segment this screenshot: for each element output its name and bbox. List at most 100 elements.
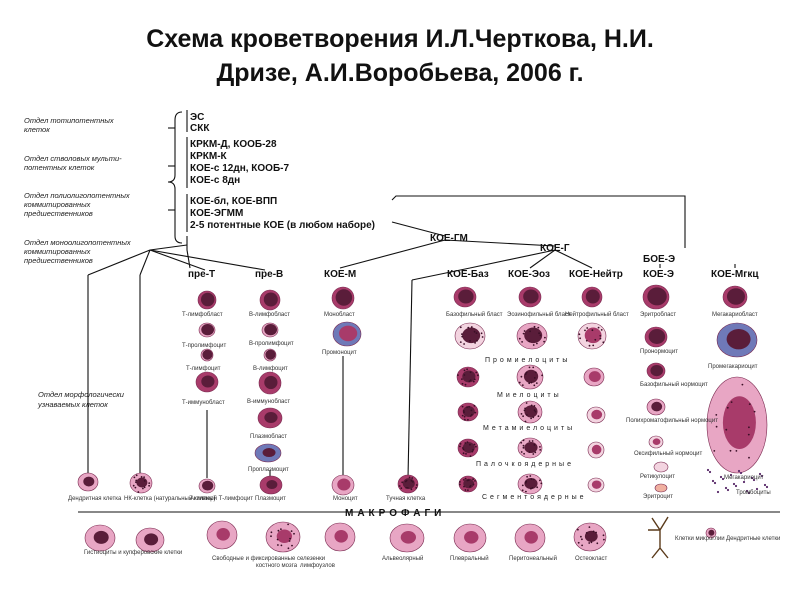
cell-b-immunoblast — [258, 371, 282, 395]
cell-nucleus — [524, 531, 538, 544]
caption-b-lymphoblast: В-лимфобласт — [249, 312, 290, 318]
stage-metamyelocytes: Метамиелоциты — [483, 425, 575, 432]
cell-granule — [715, 425, 718, 428]
cell-nucleus — [584, 327, 602, 344]
cell-promegakaryocyte — [716, 322, 758, 358]
cell-granule — [463, 374, 466, 376]
cell-nucleus — [402, 478, 415, 489]
connector — [149, 249, 206, 271]
connector — [407, 279, 413, 479]
cell-nucleus — [651, 401, 663, 412]
cell-granule — [475, 371, 478, 374]
cell-granule — [468, 380, 471, 383]
caption-plasmocyte: Плазмоцит — [255, 496, 286, 502]
caption-dendritic-cell: Дендритная клетка — [68, 496, 122, 502]
cell-kupffer-cell — [135, 527, 165, 553]
cell-t-lymphocyte — [200, 348, 214, 362]
cell-nucleus — [202, 349, 213, 360]
cell-granule — [469, 340, 471, 342]
cell-granule — [532, 478, 535, 481]
cell-granule — [481, 336, 484, 338]
cell-basophil-band — [457, 438, 479, 458]
cell-nucleus — [591, 480, 602, 489]
cell-granule — [290, 530, 293, 532]
cell-nucleus — [200, 292, 215, 307]
cell-granule — [133, 476, 136, 479]
cell-granule — [713, 450, 716, 452]
connector — [391, 195, 686, 248]
cell-nucleus — [584, 530, 598, 542]
cell-nucleus — [262, 448, 276, 458]
cell-eosinophil-band — [517, 437, 543, 459]
lineage-koe-neutr: КОЕ-Нейтр — [569, 269, 623, 280]
cell-granule — [291, 544, 293, 547]
cell-granule — [532, 453, 535, 455]
cell-eosinophil-segmented — [517, 473, 543, 495]
cell-nucleus — [202, 480, 214, 491]
cell-granule — [525, 490, 527, 493]
connector — [186, 236, 191, 269]
platelet-dot — [706, 468, 710, 472]
cell-granule — [466, 441, 469, 443]
cell-granule — [476, 339, 478, 342]
cell-granule — [140, 476, 143, 478]
cell-granule — [469, 455, 472, 458]
cell-granule — [522, 415, 524, 418]
cell-macrophage-pleural — [453, 523, 487, 553]
cell-granule — [523, 452, 525, 455]
cell-plasmoblast — [257, 407, 283, 429]
caption-neutrophil-blast: Нейтрофильный бласт — [565, 311, 629, 318]
cell-granule — [533, 377, 536, 379]
cell-granule — [579, 337, 581, 340]
cell-granule — [521, 384, 524, 386]
cell-granule — [528, 382, 531, 385]
cell-granule — [528, 440, 531, 442]
cell-granule — [464, 489, 467, 491]
cell-granule — [585, 532, 588, 534]
cell-nucleus — [339, 325, 358, 342]
cell-granule — [581, 544, 583, 547]
cell-granule — [539, 479, 541, 482]
caption-basophilic-normocyte: Базофильный нормоцит — [640, 381, 708, 388]
caption-proplasmocyte: Проплазмоцит — [248, 467, 289, 473]
cell-granule — [469, 485, 471, 488]
cell-macrophage-spleen — [206, 520, 238, 550]
cell-granule — [520, 375, 523, 378]
cell-nk-cell — [129, 472, 153, 494]
cell-granule — [602, 534, 605, 537]
connector — [554, 249, 593, 269]
cell-granule — [473, 443, 476, 446]
cell-pronormocyte — [644, 326, 668, 348]
cell-granule — [474, 342, 476, 344]
caption-b-immunoblast: В-иммунобласт — [247, 399, 290, 405]
caption-promonocyte: Промоноцит — [322, 350, 357, 356]
cell-granule — [537, 326, 540, 329]
cell-granule — [480, 332, 483, 335]
cell-t-lymphoblast — [197, 290, 217, 310]
platelet-dot — [765, 485, 769, 489]
cell-granule — [528, 340, 531, 343]
cell-basophil-myelocyte — [456, 366, 480, 388]
cell-granule — [471, 450, 474, 453]
caption-megakaryoblast: Мегакариобласт — [712, 312, 758, 318]
cell-macrophage-bone-marrow — [265, 521, 301, 553]
cell-granule — [465, 453, 467, 455]
cell-granule — [467, 479, 470, 482]
cell-granule — [466, 479, 469, 482]
cell-reticulocyte — [653, 461, 669, 473]
cell-nucleus — [265, 349, 276, 360]
cell-nucleus — [216, 528, 230, 541]
macrophage-row: Гистиоциты и купферовские клетки Свободн… — [84, 536, 780, 569]
cell-nucleus — [462, 327, 481, 344]
cell-granule — [524, 481, 527, 484]
cell-neutrophil-band — [587, 441, 605, 459]
cell-eosinophil-blast — [518, 286, 542, 308]
cell-granule — [748, 426, 750, 429]
cell-macrophage-lymph-node — [324, 522, 356, 552]
cell-nucleus — [264, 324, 278, 336]
cell-granule — [602, 341, 605, 344]
stage-segmented: Сегментоядерные — [482, 494, 587, 501]
cell-b-prolymphocyte — [261, 322, 279, 338]
